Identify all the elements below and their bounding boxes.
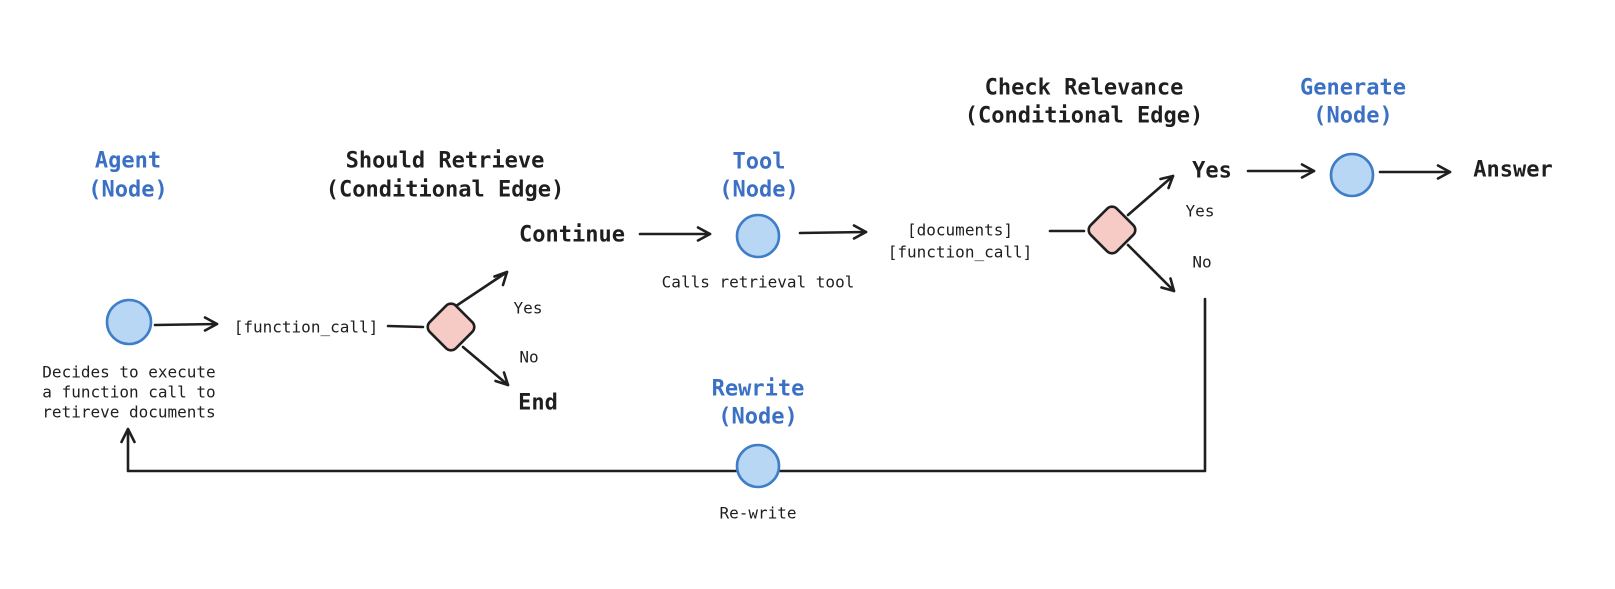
arrow-yes-to-generate-head — [1300, 163, 1316, 179]
tool-node-circle — [735, 213, 781, 259]
arrow-should-retrieve-no-head — [494, 371, 510, 387]
should-retrieve-diamond — [426, 302, 476, 352]
answer-label: Answer — [1473, 158, 1552, 183]
flow-words: Continue End Yes Answer — [518, 158, 1553, 416]
arrow-tool-to-documents — [798, 230, 868, 235]
check-relevance-title-line1: Check Relevance — [985, 76, 1184, 101]
rewrite-node-title-line2: (Node) — [718, 405, 797, 430]
rewrite-node-circle — [735, 443, 781, 489]
loop-rewrite-to-agent-head — [120, 427, 136, 444]
rewrite-node-title-line1: Rewrite — [712, 377, 805, 402]
should-retrieve-title-line1: Should Retrieve — [346, 149, 545, 174]
arrow-continue-to-tool-head — [696, 226, 712, 242]
tool-node-title-line1: Tool — [733, 150, 786, 175]
arrow-check-relevance-yes — [1126, 174, 1175, 217]
arrow-generate-to-answer-head — [1436, 164, 1452, 180]
continue-label: Continue — [519, 223, 625, 248]
documents-label-line2: [function_call] — [888, 243, 1033, 262]
node-headings: Agent (Node) Tool (Node) Generate (Node)… — [88, 76, 1406, 430]
yes-target-label: Yes — [1192, 159, 1232, 184]
generate-node-title-line2: (Node) — [1313, 104, 1392, 129]
should-retrieve-yes-label: Yes — [514, 299, 543, 318]
arrow-should-retrieve-yes — [454, 270, 509, 308]
generate-node-title-line1: Generate — [1300, 76, 1406, 101]
agent-caption-line2: a function call to — [42, 383, 215, 402]
arrow-check-relevance-yes-head — [1159, 174, 1175, 190]
node-shapes — [105, 152, 1375, 489]
function-call-label: [function_call] — [234, 318, 379, 337]
link-function-call-to-should-retrieve — [386, 324, 425, 329]
arrow-agent-to-function-call — [153, 322, 219, 327]
arrow-check-relevance-no-head — [1160, 277, 1176, 293]
agent-caption-line1: Decides to execute — [42, 363, 215, 382]
arrow-tool-to-documents-head — [852, 224, 868, 240]
generate-node-circle — [1329, 152, 1375, 198]
arrow-check-relevance-no — [1126, 243, 1176, 293]
arrow-should-retrieve-no — [461, 345, 510, 387]
should-retrieve-no-label: No — [519, 348, 538, 367]
connectors — [120, 163, 1452, 473]
arrow-should-retrieve-yes-head — [493, 270, 509, 287]
rewrite-caption: Re-write — [719, 504, 796, 523]
documents-label-line1: [documents] — [907, 221, 1013, 240]
agent-node-circle — [105, 298, 153, 346]
tool-caption: Calls retrieval tool — [662, 273, 855, 292]
should-retrieve-title-line2: (Conditional Edge) — [326, 178, 564, 203]
agent-node-title-line1: Agent — [95, 149, 161, 174]
agent-caption-line3: retireve documents — [42, 403, 215, 422]
check-relevance-no-label: No — [1192, 253, 1211, 272]
arrow-agent-to-function-call-head — [203, 316, 219, 332]
edge-headings: Should Retrieve (Conditional Edge) Check… — [326, 76, 1203, 203]
small-labels: [function_call] Yes No Decides to execut… — [42, 202, 1214, 523]
agent-node-title-line2: (Node) — [88, 178, 167, 203]
loop-rewrite-to-agent — [126, 297, 1207, 473]
check-relevance-diamond — [1087, 205, 1137, 255]
check-relevance-title-line2: (Conditional Edge) — [965, 104, 1203, 129]
check-relevance-yes-label: Yes — [1186, 202, 1215, 221]
end-label: End — [518, 391, 558, 416]
tool-node-title-line2: (Node) — [719, 178, 798, 203]
